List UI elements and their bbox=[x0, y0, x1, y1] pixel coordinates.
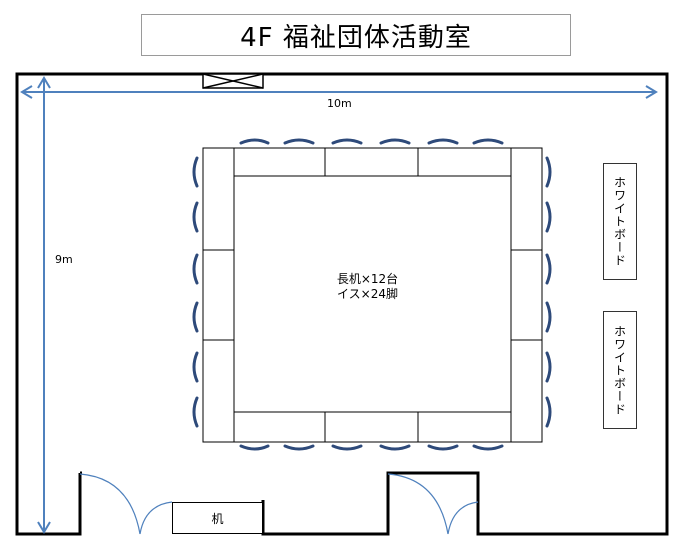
chair-left-5 bbox=[192, 351, 199, 383]
chair-left-4 bbox=[192, 301, 199, 333]
desk: 机 bbox=[172, 502, 263, 534]
dimension-arrows bbox=[20, 76, 658, 534]
door-right-leaf-2 bbox=[447, 501, 479, 535]
chair-top-1 bbox=[239, 138, 270, 145]
table-top-3 bbox=[417, 147, 512, 177]
chair-right-6 bbox=[545, 396, 552, 428]
chair-top-2 bbox=[283, 138, 315, 145]
table-bottom-1 bbox=[233, 411, 326, 443]
chair-bottom-6 bbox=[472, 444, 504, 451]
table-top-1 bbox=[233, 147, 326, 177]
chair-bottom-3 bbox=[331, 444, 363, 451]
door-right-leaf-1 bbox=[387, 473, 449, 535]
chair-left-2 bbox=[192, 201, 199, 233]
wall-outline bbox=[15, 72, 669, 536]
chair-bottom-5 bbox=[427, 444, 459, 451]
chair-bottom-4 bbox=[379, 444, 411, 451]
chair-left-3 bbox=[192, 253, 199, 285]
whiteboard-1: ホワイトボード bbox=[603, 163, 637, 280]
doors bbox=[79, 473, 479, 535]
furniture-label: 長机×12台 イス×24脚 bbox=[300, 272, 435, 302]
table-right-3 bbox=[510, 339, 543, 443]
chair-top-5 bbox=[427, 138, 459, 145]
chair-right-5 bbox=[545, 351, 552, 383]
table-bottom-2 bbox=[324, 411, 419, 443]
chair-left-1 bbox=[192, 156, 199, 188]
chair-right-1 bbox=[545, 156, 552, 188]
width-label: 10m bbox=[327, 97, 352, 110]
chair-right-2 bbox=[545, 201, 552, 233]
table-bottom-3 bbox=[417, 411, 512, 443]
room-title: 4F 福祉団体活動室 bbox=[141, 14, 571, 56]
chair-bottom-2 bbox=[283, 444, 315, 451]
table-left-2 bbox=[202, 249, 235, 341]
chair-bottom-1 bbox=[239, 444, 270, 451]
table-left-3 bbox=[202, 339, 235, 443]
chair-left-6 bbox=[192, 396, 199, 428]
door-left-leaf-2 bbox=[139, 501, 173, 535]
height-label: 9m bbox=[55, 253, 73, 266]
chair-top-4 bbox=[379, 138, 411, 145]
table-right-1 bbox=[510, 147, 543, 251]
walls bbox=[15, 72, 669, 536]
table-top-2 bbox=[324, 147, 419, 177]
tables bbox=[202, 147, 543, 443]
door-left-leaf-1 bbox=[79, 473, 141, 535]
table-left-1 bbox=[202, 147, 235, 251]
table-right-2 bbox=[510, 249, 543, 341]
chair-top-3 bbox=[331, 138, 363, 145]
chairs-count-label: イス×24脚 bbox=[337, 287, 398, 301]
chair-top-6 bbox=[472, 138, 504, 145]
chair-right-3 bbox=[545, 253, 552, 285]
whiteboard-2: ホワイトボード bbox=[603, 311, 637, 429]
tables-count-label: 長机×12台 bbox=[336, 272, 399, 286]
chair-right-4 bbox=[545, 301, 552, 333]
vent-icon bbox=[202, 73, 264, 89]
chairs bbox=[192, 138, 552, 451]
